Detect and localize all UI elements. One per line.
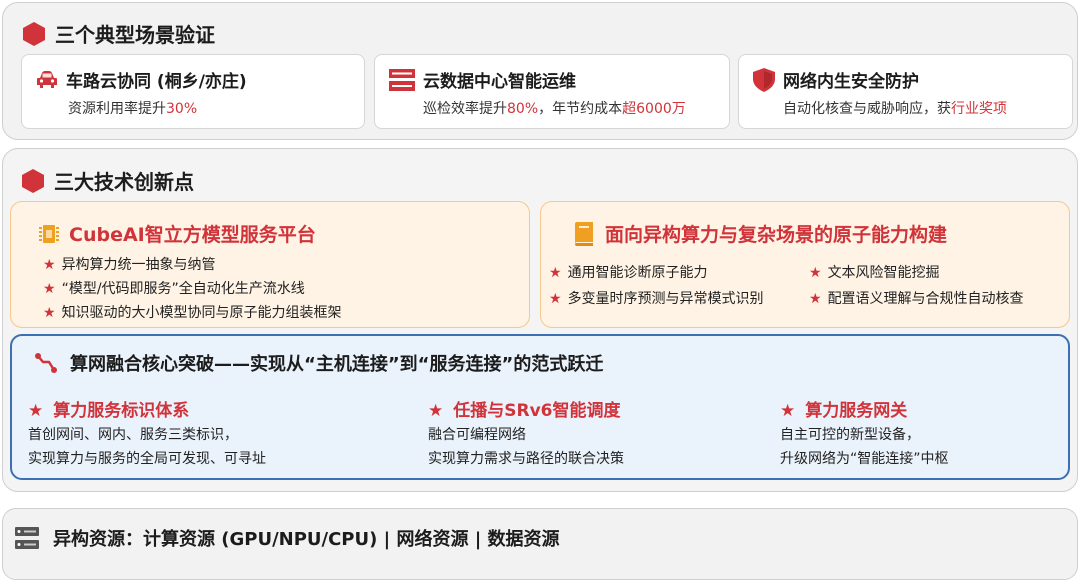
book-icon	[575, 221, 593, 246]
atomic-header: 面向异构算力与复杂场景的原子能力构建	[573, 220, 947, 247]
scenario-sub-highlight: 30%	[166, 101, 198, 117]
breakthrough-column-head: ★ 算力服务标识体系	[28, 396, 189, 421]
breakthrough-column-line: 融合可编程网络	[428, 427, 526, 443]
star-icon: ★	[428, 401, 444, 421]
scenario-sub-text: 资源利用率提升	[68, 101, 166, 117]
innovations-header: 三大技术创新点	[22, 166, 194, 195]
star-icon: ★	[549, 265, 562, 281]
star-icon: ★	[549, 291, 562, 307]
route-icon	[35, 353, 57, 373]
column-head-text: 任播与SRv6智能调度	[453, 401, 621, 421]
resources-header: 异构资源：计算资源 (GPU/NPU/CPU) | 网络资源 | 数据资源	[15, 525, 560, 551]
star-icon: ★	[809, 265, 822, 281]
cubeai-bullet: ★ 异构算力统一抽象与纳管	[43, 254, 216, 274]
atomic-bullet: ★ 通用智能诊断原子能力	[549, 262, 708, 282]
star-icon: ★	[43, 305, 56, 321]
bullet-text: 多变量时序预测与异常模式识别	[567, 291, 764, 307]
bullet-text: 配置语义理解与合规性自动核查	[827, 291, 1024, 307]
star-icon: ★	[43, 257, 56, 273]
scenario-sub-highlight: 行业奖项	[951, 101, 1007, 117]
scenario-card-datacenter-ops: 云数据中心智能运维 巡检效率提升80%，年节约成本超6000万	[374, 54, 730, 129]
chip-icon	[39, 224, 59, 243]
scenarios-title: 三个典型场景验证	[55, 23, 215, 47]
cubeai-bullet: ★ 知识驱动的大小模型协同与原子能力组装框架	[43, 302, 342, 322]
scenario-sub-text: 自动化核查与威胁响应，获	[783, 101, 951, 117]
bullet-text: 通用智能诊断原子能力	[567, 265, 708, 281]
breakthrough-title: 算网融合核心突破——实现从“主机连接”到“服务连接”的范式跃迁	[70, 354, 604, 375]
breakthrough-card: 算网融合核心突破——实现从“主机连接”到“服务连接”的范式跃迁 ★ 算力服务标识体…	[10, 334, 1070, 480]
innovations-title: 三大技术创新点	[54, 170, 194, 194]
scenario-title: 云数据中心智能运维	[423, 72, 576, 92]
cubeai-card: CubeAI智立方模型服务平台 ★ 异构算力统一抽象与纳管 ★ “模型/代码即服务”…	[10, 201, 530, 328]
bullet-text: 文本风险智能挖掘	[827, 265, 940, 281]
scenario-subtitle: 自动化核查与威胁响应，获行业奖项	[753, 98, 1058, 118]
atomic-title: 面向异构算力与复杂场景的原子能力构建	[605, 224, 948, 246]
breakthrough-column-line: 升级网络为“智能连接”中枢	[780, 451, 949, 467]
breakthrough-header: 算网融合核心突破——实现从“主机连接”到“服务连接”的范式跃迁	[34, 350, 603, 376]
server-rack-icon	[389, 68, 415, 91]
bullet-text: 知识驱动的大小模型协同与原子能力组装框架	[61, 305, 342, 321]
column-head-text: 算力服务标识体系	[53, 401, 190, 421]
column-head-text: 算力服务网关	[805, 401, 908, 421]
cubeai-header: CubeAI智立方模型服务平台	[39, 220, 316, 247]
star-icon: ★	[43, 281, 56, 297]
scenario-subtitle: 资源利用率提升30%	[36, 98, 350, 118]
scenario-sub-text: 巡检效率提升	[423, 101, 507, 117]
scenario-card-vehicle-road-cloud: 车路云协同 (桐乡/亦庄) 资源利用率提升30%	[21, 54, 365, 129]
resources-text: 异构资源：计算资源 (GPU/NPU/CPU) | 网络资源 | 数据资源	[53, 529, 560, 550]
scenario-title: 网络内生安全防护	[783, 72, 919, 92]
breakthrough-column-line: 自主可控的新型设备，	[780, 427, 920, 443]
scenarios-header: 三个典型场景验证	[23, 19, 215, 48]
hexagon-icon	[22, 168, 44, 193]
scenarios-panel: 三个典型场景验证 车路云协同 (桐乡/亦庄) 资源利用率提升30% 云数据中心智…	[2, 2, 1078, 140]
scenario-subtitle: 巡检效率提升80%，年节约成本超6000万	[389, 98, 715, 118]
scenario-card-network-security: 网络内生安全防护 自动化核查与威胁响应，获行业奖项	[738, 54, 1073, 129]
star-icon: ★	[809, 291, 822, 307]
star-icon: ★	[28, 401, 44, 421]
car-icon	[37, 70, 57, 88]
breakthrough-column-line: 实现算力与服务的全局可发现、可寻址	[28, 451, 266, 467]
atomic-bullet: ★ 文本风险智能挖掘	[809, 262, 940, 282]
scenario-title: 车路云协同 (桐乡/亦庄)	[66, 72, 247, 92]
breakthrough-column-line: 实现算力需求与路径的联合决策	[428, 451, 624, 467]
scenario-sub-text: ，年节约成本	[538, 101, 623, 117]
atomic-capability-card: 面向异构算力与复杂场景的原子能力构建 ★ 通用智能诊断原子能力 ★ 文本风险智能挖掘…	[540, 201, 1070, 328]
breakthrough-column-line: 首创网间、网内、服务三类标识，	[28, 427, 238, 443]
atomic-bullet: ★ 配置语义理解与合规性自动核查	[809, 288, 1024, 308]
server-icon	[15, 527, 39, 549]
cubeai-bullet: ★ “模型/代码即服务”全自动化生产流水线	[43, 278, 305, 298]
bullet-text: “模型/代码即服务”全自动化生产流水线	[61, 281, 305, 297]
star-icon: ★	[780, 401, 796, 421]
shield-icon	[753, 67, 775, 92]
breakthrough-column-head: ★ 算力服务网关	[780, 396, 907, 421]
hexagon-icon	[23, 21, 45, 46]
resources-panel: 异构资源：计算资源 (GPU/NPU/CPU) | 网络资源 | 数据资源	[2, 508, 1078, 580]
cubeai-title: CubeAI智立方模型服务平台	[69, 224, 316, 246]
scenario-sub-highlight: 80%	[507, 101, 539, 117]
atomic-bullet: ★ 多变量时序预测与异常模式识别	[549, 288, 764, 308]
bullet-text: 异构算力统一抽象与纳管	[61, 257, 216, 273]
scenario-sub-highlight: 超6000万	[622, 101, 686, 117]
breakthrough-column-head: ★ 任播与SRv6智能调度	[428, 396, 621, 421]
